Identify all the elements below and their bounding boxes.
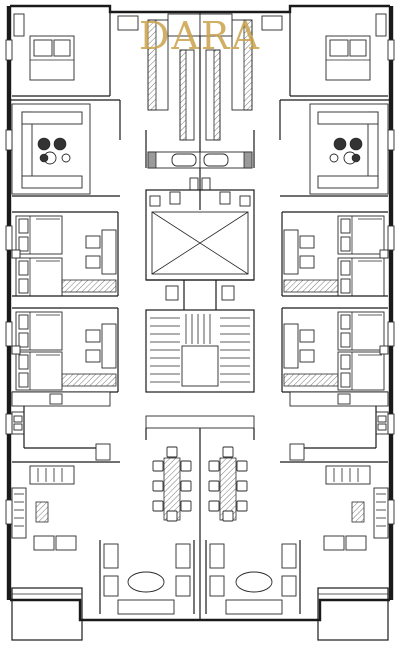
- staircase: [145, 309, 255, 393]
- right-living-room: [279, 99, 390, 197]
- left-bedroom-2: [11, 307, 119, 393]
- windows: [5, 39, 395, 525]
- dining-area: [145, 415, 255, 522]
- outer-walls: [6, 4, 394, 622]
- top-left-bedroom: [12, 12, 139, 97]
- central-closets: [145, 13, 255, 168]
- right-bedroom-1: [281, 211, 389, 297]
- right-bedroom-2: [281, 307, 389, 393]
- right-kitchen: [280, 391, 389, 463]
- right-lounge: [205, 465, 389, 615]
- top-right-bedroom: [261, 12, 388, 97]
- balconies: [11, 587, 389, 641]
- elevator-core: [145, 189, 255, 310]
- left-lounge: [11, 465, 195, 615]
- left-bedroom-1: [11, 211, 119, 297]
- left-living-room: [10, 99, 121, 197]
- bathrooms-top: [147, 151, 253, 191]
- left-kitchen: [11, 391, 120, 463]
